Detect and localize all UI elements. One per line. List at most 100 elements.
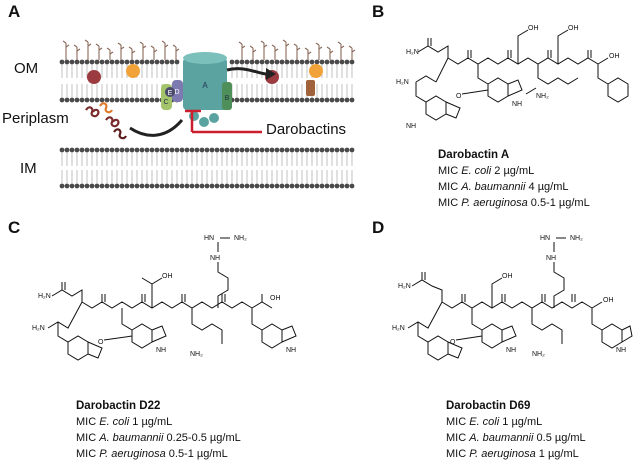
- lipid-head: [249, 147, 255, 153]
- lipid-tail: [285, 43, 290, 47]
- lipid-head: [339, 147, 345, 153]
- lipid-head: [129, 183, 135, 189]
- lipid-head: [59, 97, 65, 103]
- panel-a-letter: A: [8, 2, 21, 21]
- lipid-head: [114, 97, 120, 103]
- lipid-head: [344, 183, 350, 189]
- lipid-head: [94, 147, 100, 153]
- lipid-head: [254, 59, 260, 65]
- lipid-head: [264, 59, 270, 65]
- mic-row: MIC E. coli 1 µg/mL: [446, 416, 543, 428]
- lipid-head: [329, 97, 335, 103]
- lipid-head: [84, 97, 90, 103]
- lipid-head: [334, 147, 340, 153]
- mic-row: MIC P. aeruginosa 0.5-1 µg/mL: [438, 197, 590, 209]
- lipid-head: [259, 97, 265, 103]
- lipid-tail: [263, 44, 268, 48]
- lipid-head: [189, 183, 195, 189]
- lipid-head: [134, 147, 140, 153]
- lipid-head: [299, 147, 305, 153]
- lipid-head: [289, 147, 295, 153]
- lipid-head: [199, 183, 205, 189]
- lipid-head: [249, 183, 255, 189]
- lipid-head: [269, 97, 275, 103]
- lipid-head: [154, 59, 160, 65]
- bam-a-label: A: [202, 81, 208, 90]
- b-nh-trp: NH: [406, 123, 416, 130]
- lipid-head: [129, 147, 135, 153]
- lipid-head: [159, 183, 165, 189]
- lipid-head: [59, 147, 65, 153]
- lipid-head: [319, 183, 325, 189]
- d-nh-trp-end: NH: [616, 347, 626, 354]
- lipid-tail: [293, 43, 298, 47]
- lipid-head: [139, 59, 145, 65]
- darobactin-d69-name: Darobactin D69: [446, 400, 531, 412]
- lipid-head: [59, 59, 65, 65]
- lipid-head: [69, 147, 75, 153]
- c-h2n-n: H₂N: [32, 325, 45, 332]
- lipid-head: [99, 97, 105, 103]
- lipid-head: [149, 59, 155, 65]
- lipid-tail: [282, 39, 287, 43]
- lipid-head: [339, 97, 345, 103]
- lipid-head: [194, 147, 200, 153]
- lipid-tail: [131, 50, 136, 54]
- lipid-head: [309, 97, 315, 103]
- b-nh-indole: NH: [512, 101, 522, 108]
- lipid-head: [94, 97, 100, 103]
- lipid-tail: [274, 48, 279, 52]
- lipid-head: [244, 183, 250, 189]
- lipid-head: [184, 147, 190, 153]
- lipid-head: [239, 97, 245, 103]
- lipid-tail: [161, 40, 166, 44]
- lipid-head: [334, 183, 340, 189]
- lipid-head: [114, 183, 120, 189]
- lipid-head: [349, 97, 355, 103]
- lipid-head: [274, 183, 280, 189]
- om-protein-orange-2: [309, 64, 323, 78]
- lipid-tail: [106, 47, 111, 51]
- bam-e-label: E: [168, 90, 173, 97]
- d-nh2-lys: NH₂: [532, 351, 545, 358]
- om-protein-orange: [126, 64, 140, 78]
- lipid-head: [339, 183, 345, 189]
- lipid-tail: [62, 40, 67, 44]
- lipid-tail: [315, 42, 320, 46]
- lipid-head: [229, 183, 235, 189]
- lipid-head: [144, 183, 150, 189]
- lipid-head: [304, 183, 310, 189]
- lipid-head: [219, 147, 225, 153]
- lipid-head: [134, 59, 140, 65]
- lipid-tail: [153, 49, 158, 53]
- lipid-tail: [260, 40, 265, 44]
- lipid-head: [74, 59, 80, 65]
- lipid-head: [214, 183, 220, 189]
- bam-b-label: B: [225, 95, 230, 102]
- lipid-head: [174, 59, 180, 65]
- d-h2n-n: H₂N: [392, 325, 405, 332]
- lipid-head: [329, 147, 335, 153]
- lipid-head: [234, 183, 240, 189]
- lipid-head: [89, 59, 95, 65]
- lipid-head: [59, 183, 65, 189]
- lipid-head: [329, 183, 335, 189]
- lipid-head: [264, 97, 270, 103]
- lipid-head: [109, 183, 115, 189]
- mic-row: MIC P. aeruginosa 1 µg/mL: [446, 448, 579, 460]
- c-nh-trp-end: NH: [286, 347, 296, 354]
- mic-row: MIC A. baumannii 0.25-0.5 µg/mL: [76, 432, 241, 444]
- lipid-tail: [76, 48, 81, 52]
- lipid-head: [64, 147, 70, 153]
- lipid-head: [294, 183, 300, 189]
- om-protein-brown: [306, 80, 315, 96]
- lipid-head: [124, 183, 130, 189]
- lipid-head: [64, 59, 70, 65]
- bam-d-label: D: [174, 89, 179, 96]
- lipid-head: [104, 97, 110, 103]
- lipid-head: [109, 97, 115, 103]
- lipid-tail: [307, 51, 312, 55]
- lipid-tail: [87, 43, 92, 47]
- lipid-head: [79, 97, 85, 103]
- lipid-head: [339, 59, 345, 65]
